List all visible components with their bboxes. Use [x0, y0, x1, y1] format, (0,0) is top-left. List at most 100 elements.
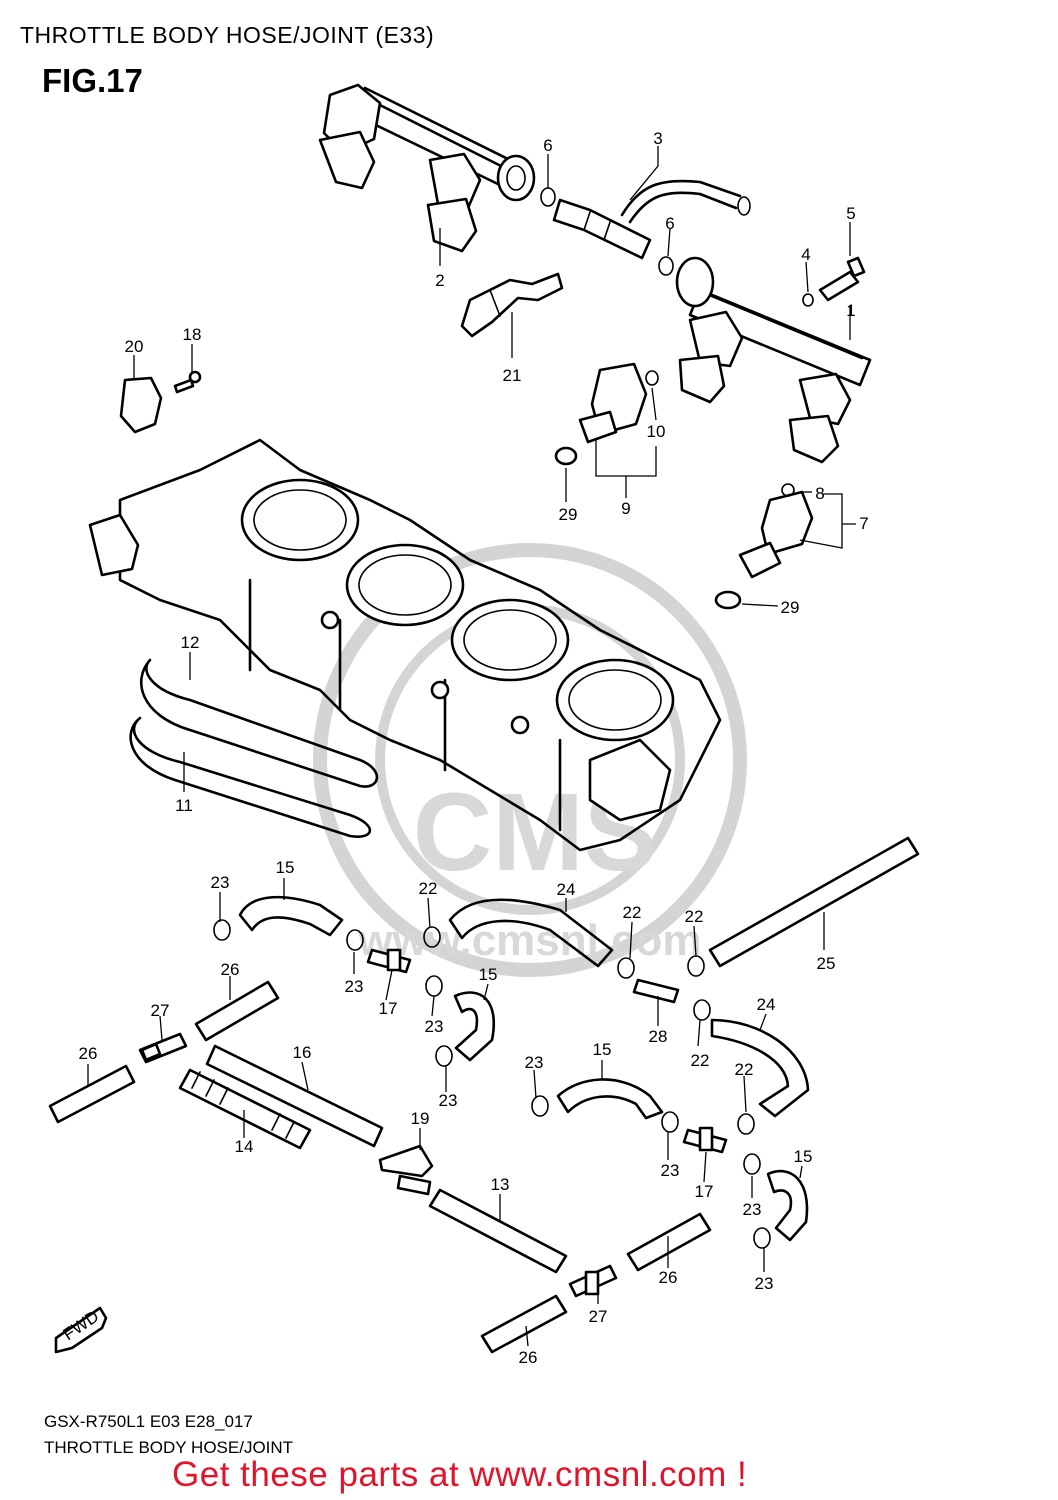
hose-15-d	[766, 1169, 809, 1242]
hose-25	[708, 836, 920, 968]
joint-28	[632, 978, 680, 1004]
hose-26-c	[626, 1212, 712, 1272]
model-code: GSX-R750L1 E03 E28_017	[44, 1412, 253, 1431]
hose-24-b	[710, 1018, 810, 1118]
hose-12	[140, 658, 379, 788]
joint-27-a	[138, 1032, 188, 1064]
callout-23-c: 23	[425, 1017, 444, 1036]
callout-14: 14	[235, 1137, 254, 1156]
callout-15-c: 15	[593, 1040, 612, 1059]
callout-15-d: 15	[794, 1147, 813, 1166]
hose-26-b	[48, 1064, 136, 1124]
hose-11	[129, 716, 372, 838]
bolt-5	[818, 256, 866, 302]
callout-19: 19	[411, 1109, 430, 1128]
callout-10: 10	[647, 422, 666, 441]
sensor-20	[119, 376, 163, 434]
callout-28: 28	[649, 1027, 668, 1046]
joint-17-a	[366, 948, 412, 974]
callout-24-b: 24	[757, 995, 776, 1014]
cap-29-lower	[714, 590, 742, 610]
callout-22-e: 22	[735, 1060, 754, 1079]
callout-26-a: 26	[221, 960, 240, 979]
hose-clamps	[213, 919, 771, 1249]
throttle-body	[88, 438, 722, 852]
callout-numbers: 1 2 3 4 5 6 6 7 8 9 10 11 12 13 14 15 15…	[79, 129, 869, 1367]
callout-23-h: 23	[755, 1274, 774, 1293]
callout-8: 8	[815, 484, 824, 503]
o-ring-6-upper	[540, 187, 556, 207]
callout-23-b: 23	[345, 977, 364, 996]
callout-23-g: 23	[743, 1200, 762, 1219]
hose-26-d	[480, 1294, 568, 1354]
o-ring-6-lower	[658, 256, 674, 276]
o-ring-8	[781, 483, 795, 497]
joint-19	[378, 1144, 434, 1196]
cap-29-upper	[554, 446, 578, 466]
filter-14	[178, 1068, 312, 1150]
footer-caption: THROTTLE BODY HOSE/JOINT	[44, 1438, 294, 1457]
screw-18	[173, 370, 202, 394]
parts-link-banner[interactable]: Get these parts at www.cmsnl.com !	[172, 1455, 748, 1494]
callout-24-a: 24	[557, 880, 576, 899]
callout-22-c: 22	[685, 907, 704, 926]
hose-24-a	[448, 898, 614, 968]
callout-17-b: 17	[695, 1182, 714, 1201]
washer-4	[802, 293, 814, 307]
callout-16: 16	[293, 1043, 312, 1062]
callout-22-b: 22	[623, 903, 642, 922]
callout-15-b: 15	[479, 965, 498, 984]
callout-23-d: 23	[439, 1091, 458, 1110]
fuel-rail-upper	[318, 83, 536, 253]
clamp-21	[460, 272, 564, 338]
callout-23-f: 23	[661, 1161, 680, 1180]
leader-lines	[87, 146, 856, 1347]
callout-17-a: 17	[379, 999, 398, 1018]
callout-22-a: 22	[419, 879, 438, 898]
callout-25: 25	[817, 954, 836, 973]
callout-23-e: 23	[525, 1053, 544, 1072]
callout-6-lower: 6	[665, 214, 674, 233]
callout-6-upper: 6	[543, 136, 552, 155]
callout-27-b: 27	[589, 1307, 608, 1326]
callout-20: 20	[125, 337, 144, 356]
o-ring-10	[645, 370, 659, 386]
callout-26-d: 26	[519, 1348, 538, 1367]
callout-4: 4	[801, 245, 810, 264]
callout-21: 21	[503, 366, 522, 385]
hose-13	[428, 1188, 568, 1274]
callout-26-b: 26	[79, 1044, 98, 1063]
figure-number: FIG.17	[42, 62, 143, 99]
hose-15-a	[238, 895, 344, 937]
callout-12: 12	[181, 633, 200, 652]
hose-15-b	[453, 991, 495, 1062]
callout-1: 1	[846, 301, 855, 320]
callout-29-lower: 29	[781, 598, 800, 617]
callout-7: 7	[859, 514, 868, 533]
callout-2: 2	[435, 271, 444, 290]
callout-27-a: 27	[151, 1001, 170, 1020]
hose-16	[205, 1044, 384, 1148]
callout-5: 5	[846, 204, 855, 223]
callout-9: 9	[621, 499, 630, 518]
callout-22-d: 22	[691, 1051, 710, 1070]
joint-17-b	[682, 1126, 728, 1154]
callout-11: 11	[175, 796, 193, 815]
callout-23-a: 23	[211, 873, 230, 892]
callout-15-a: 15	[276, 858, 295, 877]
hose-26-a	[194, 980, 280, 1042]
fuel-pipe-3	[620, 179, 742, 217]
injector-7	[738, 490, 814, 579]
injector-9	[578, 362, 648, 444]
joint-27-b	[568, 1264, 618, 1298]
callout-29-upper: 29	[559, 505, 578, 524]
diagram-title: THROTTLE BODY HOSE/JOINT (E33)	[20, 22, 435, 48]
callout-13: 13	[491, 1175, 510, 1194]
callout-26-c: 26	[659, 1268, 678, 1287]
callout-3: 3	[653, 129, 662, 148]
callout-18: 18	[183, 325, 202, 344]
hose-15-c	[556, 1078, 664, 1120]
fuel-rail-lower	[675, 256, 872, 464]
joint-pipe	[552, 198, 652, 260]
